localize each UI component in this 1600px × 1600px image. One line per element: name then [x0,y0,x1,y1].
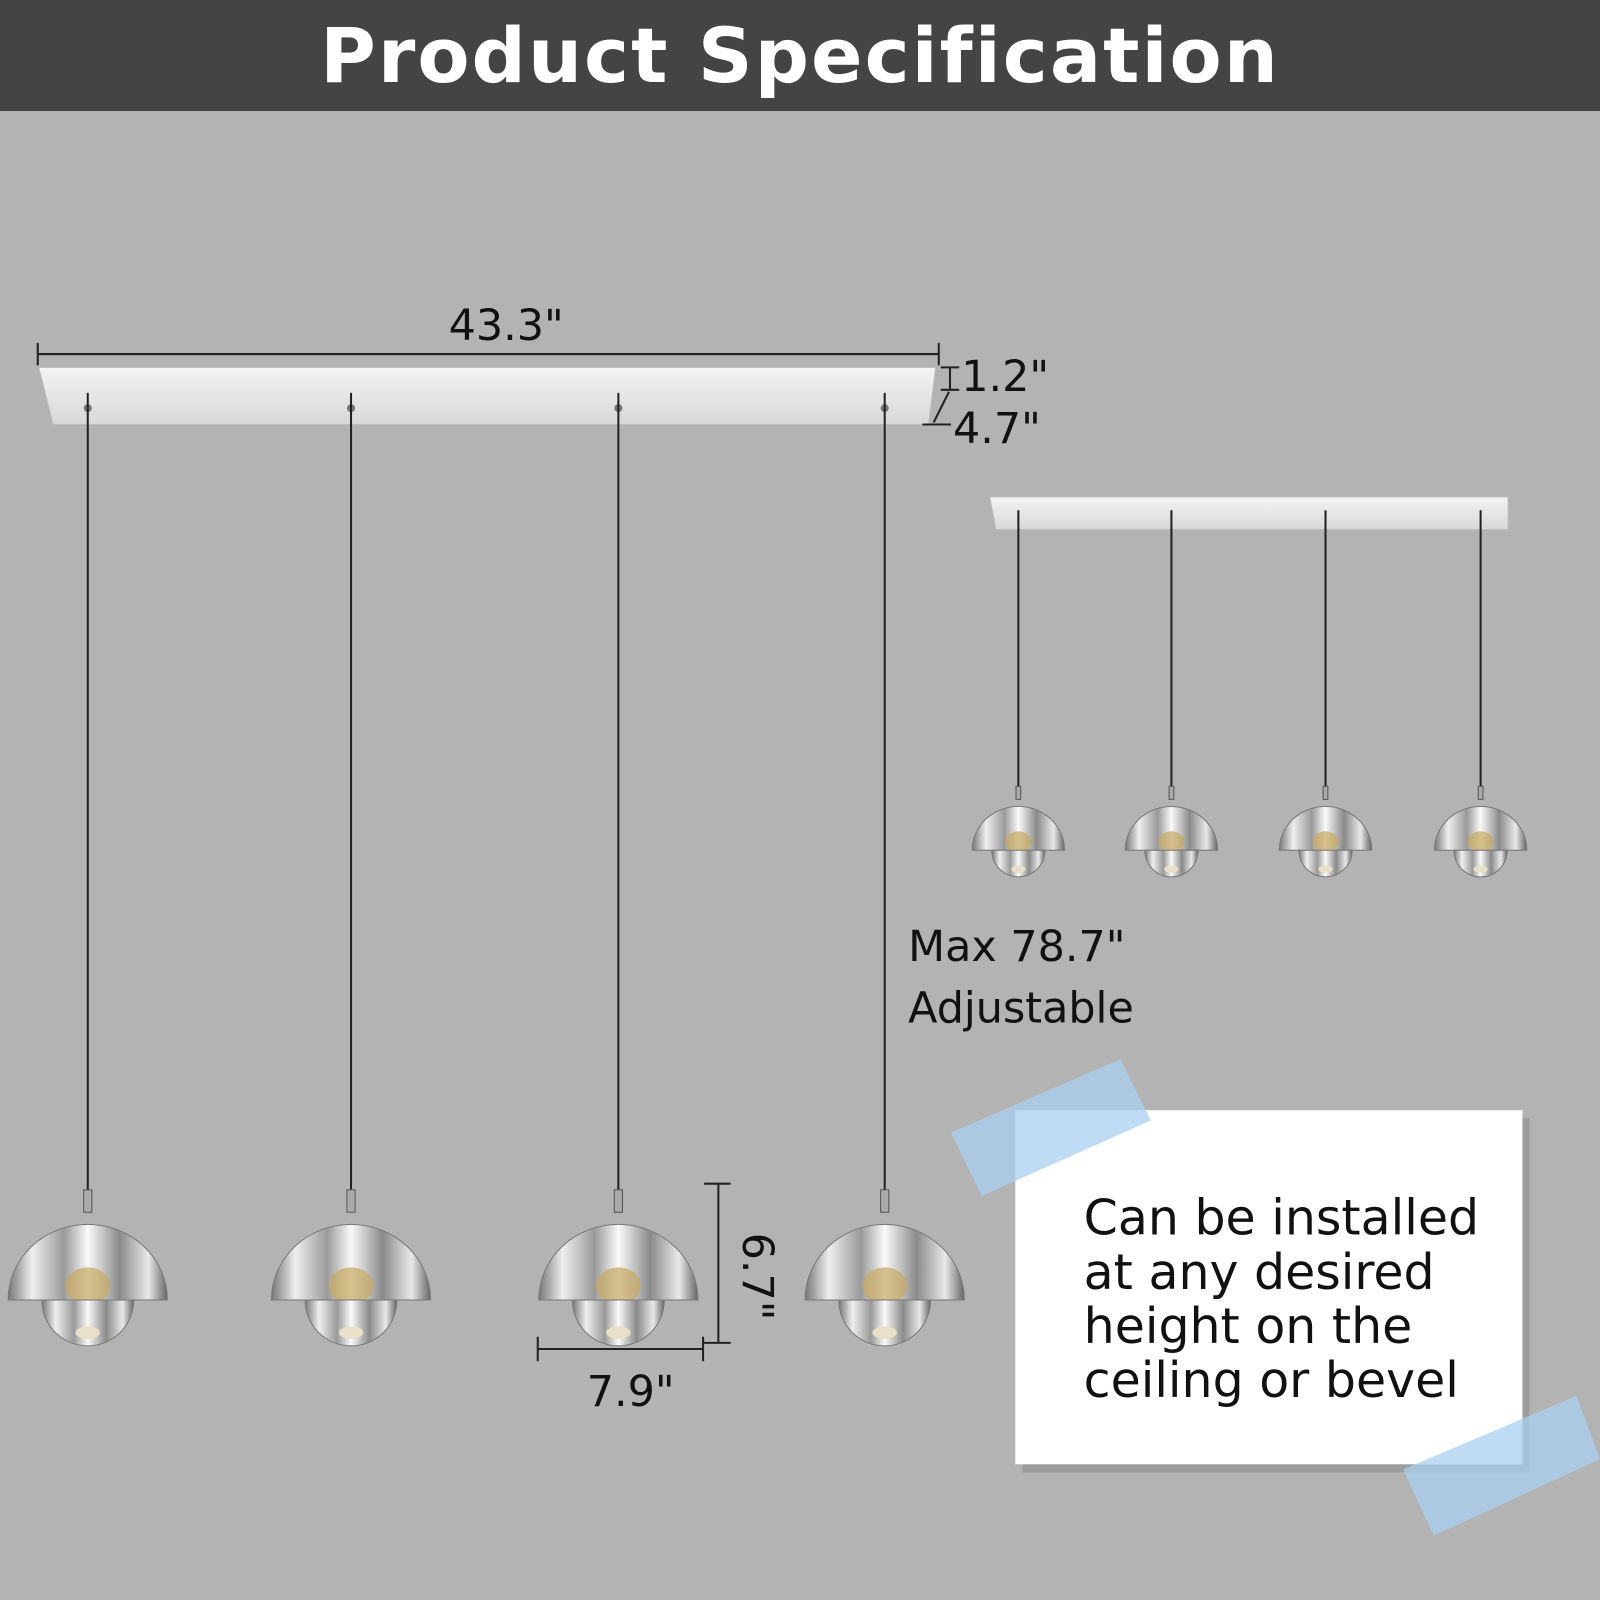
pendants-large [7,392,965,1347]
pendant-light [1124,510,1219,878]
chrome-shade [1278,805,1373,851]
pendant-light [804,392,965,1347]
chrome-bulb-cup [1298,849,1353,878]
max-length-label: Max 78.7" [908,922,1125,972]
chrome-shade [804,1223,965,1301]
note-line: ceiling or bevel [1084,1352,1459,1409]
pendants-small [971,510,1528,878]
chrome-shade [270,1223,432,1301]
canopy-height-label: 1.2" [961,352,1049,402]
chrome-shade [1433,805,1528,851]
chrome-bulb-cup [991,849,1046,878]
page-title: Product Specification [320,11,1280,100]
shade-height-label: 6.7" [732,1233,782,1321]
chrome-bulb-cup [571,1299,665,1347]
chrome-shade [971,805,1066,851]
chrome-shade [538,1223,699,1301]
chrome-shade [1124,805,1219,851]
pendant-light [1433,510,1528,878]
pendant-light [1278,510,1373,878]
pendant-light [538,392,699,1347]
chrome-bulb-cup [1144,849,1199,878]
canopy-width-label: 4.7" [953,404,1041,454]
adjustable-label: Adjustable [908,983,1134,1033]
shade-diameter-label: 7.9" [587,1367,675,1417]
tape-bottom [1403,1395,1600,1536]
tape-top [951,1059,1152,1196]
chrome-bulb-cup [1453,849,1508,878]
header-bar: Product Specification [0,0,1600,111]
chrome-shade [7,1223,168,1301]
chrome-bulb-cup [41,1299,135,1347]
note-card: Can be installed at any desired height o… [951,1059,1600,1536]
canopy-small [989,496,1509,531]
pendant-light [7,392,168,1347]
note-line: Can be installed [1084,1190,1479,1247]
canopy-length-label: 43.3" [449,301,564,351]
pendant-light [270,392,432,1347]
chrome-bulb-cup [838,1299,932,1347]
dimension-lines [36,342,960,1362]
note-line: height on the [1084,1298,1413,1355]
pendant-light [971,510,1066,878]
note-line: at any desired [1084,1244,1435,1301]
canopy-large [38,366,937,425]
chrome-bulb-cup [304,1299,398,1347]
